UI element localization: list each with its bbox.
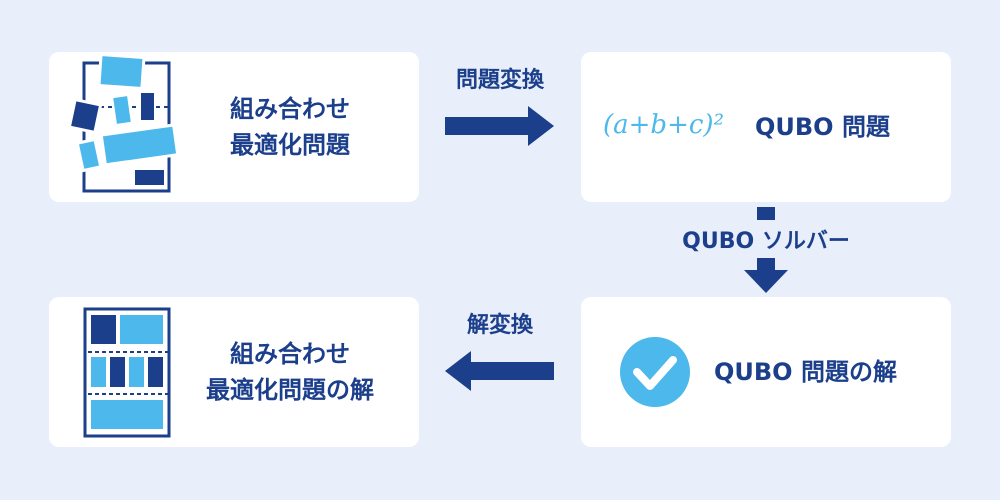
- qubo-solution-label: QUBO 問題の解: [714, 358, 897, 386]
- arrow-down-icon: [744, 258, 788, 293]
- qubo-label: QUBO 問題: [755, 113, 890, 141]
- qubo-formula: (a+b+c)²: [603, 110, 724, 140]
- solution-label: 組み合わせ最適化問題の解: [206, 340, 374, 404]
- arrow-right-icon: [445, 106, 554, 146]
- arranged-blocks-icon: [83, 307, 171, 438]
- solver-label: QUBO ソルバー: [682, 229, 850, 254]
- inverse-label: 解変換: [466, 313, 533, 338]
- scattered-blocks-icon: [67, 52, 180, 193]
- convert-label: 問題変換: [455, 68, 544, 93]
- arrow-left-icon: [445, 351, 554, 391]
- problem-label: 組み合わせ最適化問題: [230, 95, 350, 159]
- qubo-box: [581, 52, 951, 202]
- check-circle-icon: [620, 337, 690, 407]
- arrow-down-stem: [757, 207, 775, 220]
